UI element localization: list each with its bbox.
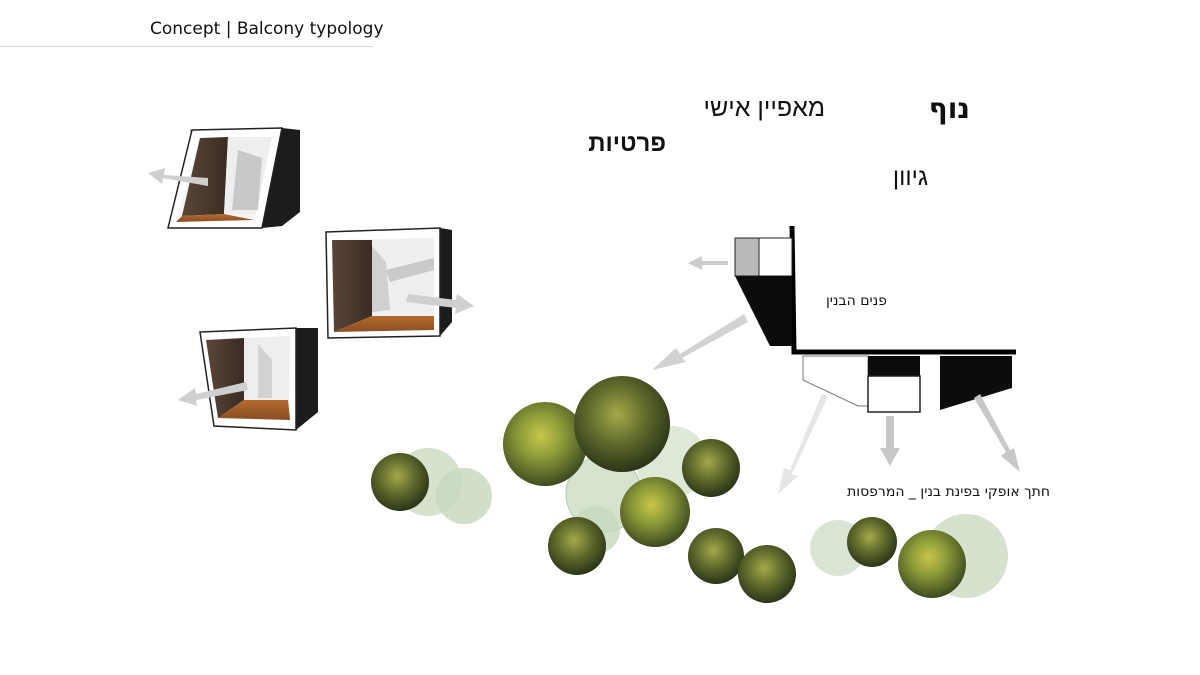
tree (847, 517, 897, 567)
arrow-light-left (778, 394, 828, 494)
label-variety: גיוון (892, 164, 928, 191)
label-personal-character: מאפיין אישי (703, 94, 825, 122)
label-landscape: נוף (928, 92, 970, 125)
title-underline (0, 46, 373, 47)
tree (898, 530, 966, 598)
balcony-box-3 (199, 327, 318, 431)
label-privacy: פרטיות (588, 130, 666, 157)
tree (620, 477, 690, 547)
tree (738, 545, 796, 603)
trees (371, 376, 966, 603)
label-building-interior: פנים הבנין (825, 293, 887, 309)
tree (371, 453, 429, 511)
arrow-right-down (974, 394, 1020, 472)
arrow-middle-down (880, 416, 900, 466)
tree (548, 517, 606, 575)
slide-title: Concept | Balcony typology (150, 19, 384, 39)
tree (503, 402, 587, 486)
building-section (734, 225, 1016, 413)
arrow-box-2 (406, 294, 474, 314)
arrow-interior-to-trees (652, 314, 748, 370)
arrow-upper (688, 256, 728, 270)
tree (574, 376, 670, 472)
balcony-box-2 (325, 227, 452, 339)
arrow-box-1 (148, 168, 208, 186)
balcony-box-1 (167, 127, 300, 229)
arrow-box-3 (178, 382, 248, 406)
tree (682, 439, 740, 497)
section-arrows (652, 256, 1020, 494)
label-section-caption: חתך אופקי בפינת בנין _ המרפסות (847, 484, 1050, 500)
tree (688, 528, 744, 584)
